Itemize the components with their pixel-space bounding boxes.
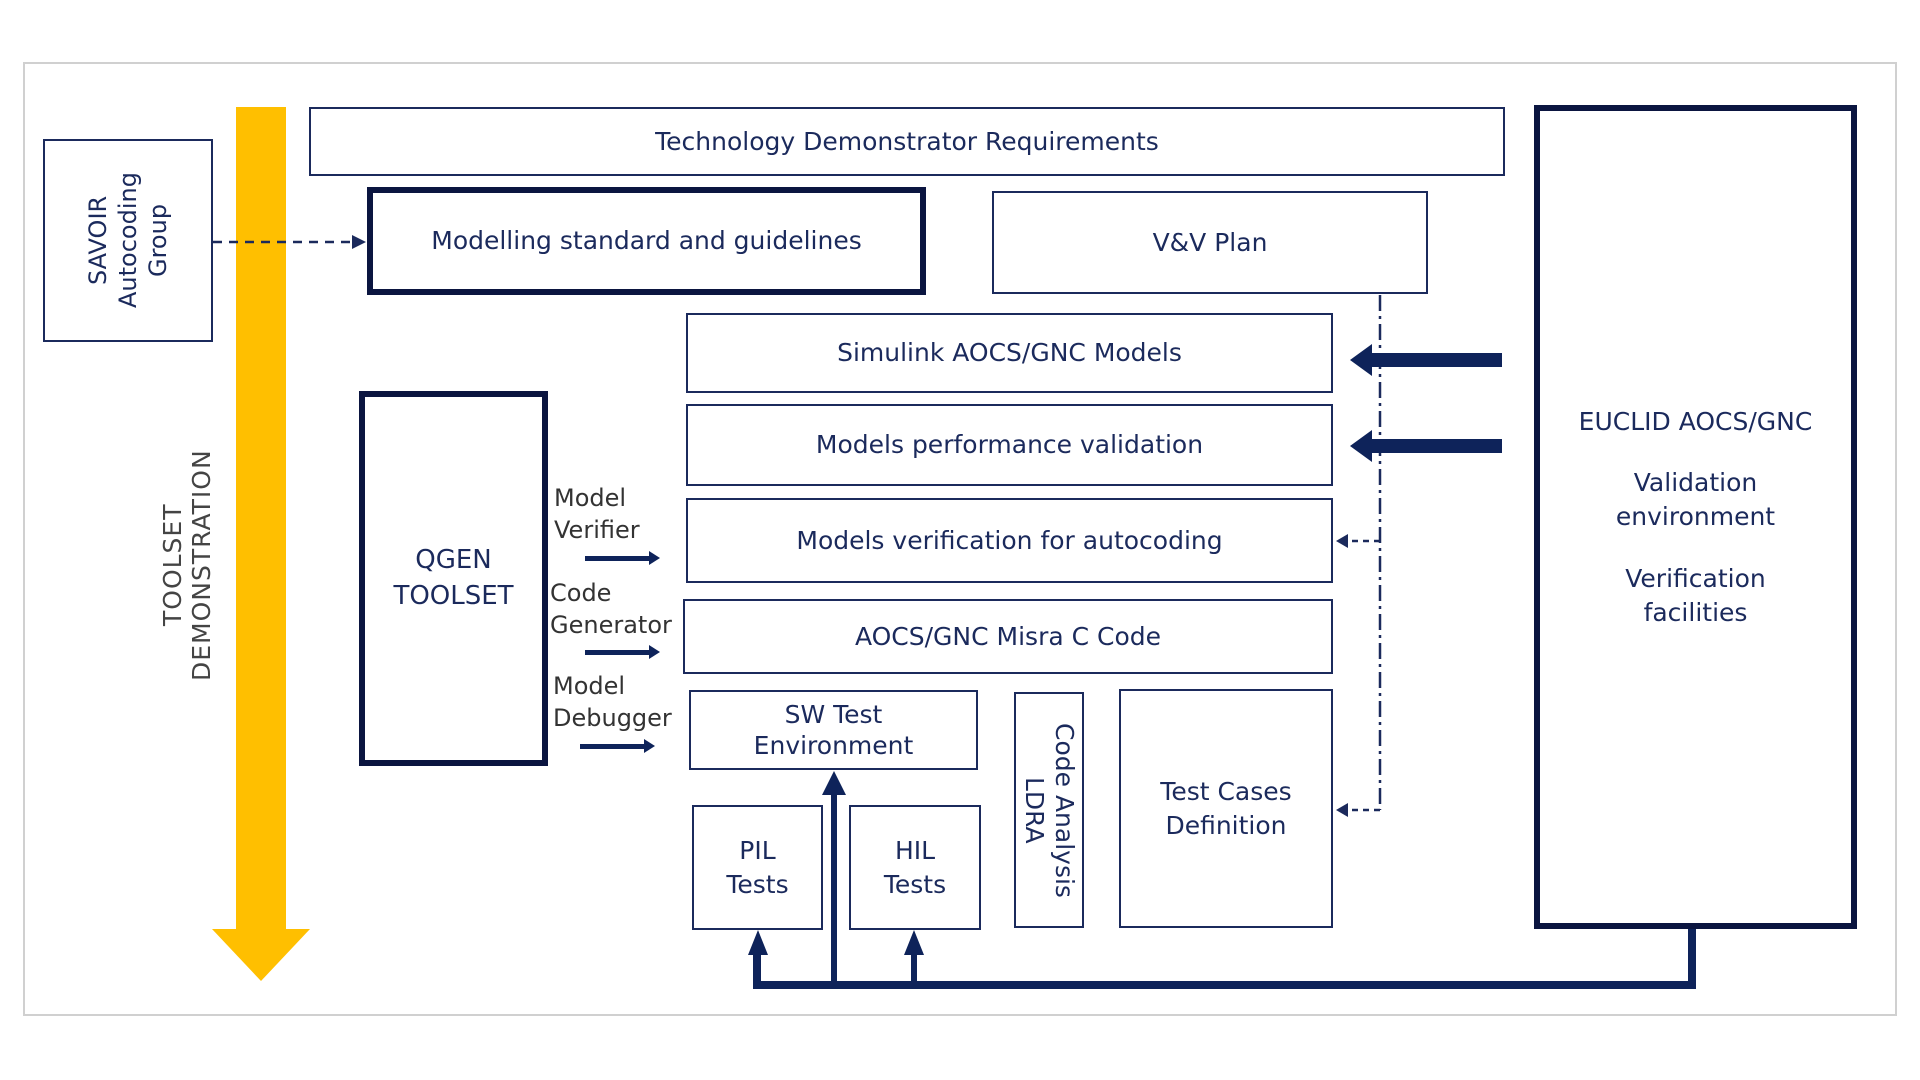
code-analysis-ldra-box: Code Analysis LDRA (1014, 692, 1084, 928)
euclid-environment-box: EUCLID AOCS/GNC Validation environment V… (1534, 105, 1857, 929)
euclid-verification: Verification facilities (1625, 563, 1766, 627)
simulink-models-box: Simulink AOCS/GNC Models (686, 313, 1333, 393)
euclid-text-group: EUCLID AOCS/GNC Validation environment V… (1579, 405, 1813, 630)
misra-c-code-box: AOCS/GNC Misra C Code (683, 599, 1333, 674)
modelling-standard-box: Modelling standard and guidelines (367, 187, 926, 295)
hil-tests-box: HIL Tests (849, 805, 981, 930)
model-debugger-label: Model Debugger (553, 672, 672, 733)
savoir-autocoding-group-box: SAVOIR Autocoding Group (43, 139, 213, 342)
euclid-title: EUCLID AOCS/GNC (1578, 406, 1813, 436)
diagram-frame (23, 62, 1897, 1016)
code-analysis-ldra-label: Code Analysis LDRA (1020, 722, 1079, 898)
qgen-toolset-box: QGEN TOOLSET (359, 391, 548, 766)
model-verifier-label: Model Verifier (554, 484, 640, 545)
vv-plan-box: V&V Plan (992, 191, 1428, 294)
toolset-demonstration-label: TOOLSET DEMONSTRATION (158, 449, 216, 681)
requirements-box: Technology Demonstrator Requirements (309, 107, 1505, 176)
pil-tests-box: PIL Tests (692, 805, 823, 930)
sw-test-environment-box: SW Test Environment (689, 690, 978, 770)
performance-validation-box: Models performance validation (686, 404, 1333, 486)
code-generator-label: Code Generator (550, 579, 672, 640)
test-cases-definition-box: Test Cases Definition (1119, 689, 1333, 928)
verification-autocoding-box: Models verification for autocoding (686, 498, 1333, 583)
euclid-validation: Validation environment (1615, 468, 1776, 532)
